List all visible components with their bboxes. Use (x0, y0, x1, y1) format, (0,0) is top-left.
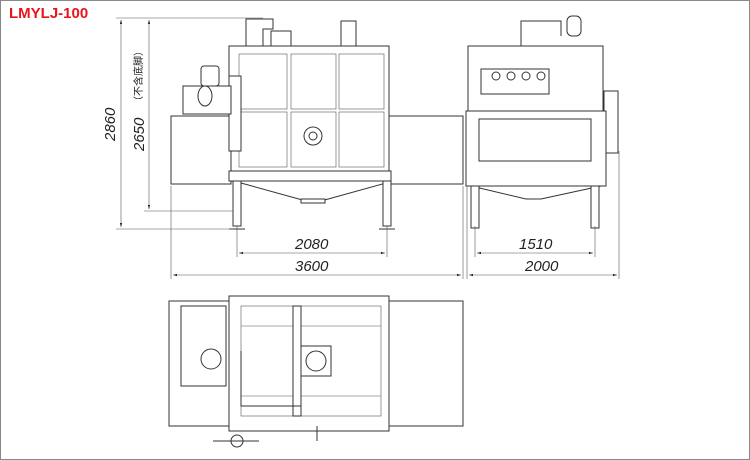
dim-body-height: 2650 (131, 117, 148, 152)
top-view (168, 295, 464, 448)
dim-side-total-width: 2000 (524, 258, 559, 275)
dim-body-height-note: （不含底脚） (132, 46, 145, 106)
model-title: LMYLJ-100 (9, 5, 89, 22)
dim-side-frame-width: 1510 (519, 236, 553, 253)
front-view (170, 18, 464, 230)
dim-front-frame-width: 2080 (294, 236, 329, 253)
dim-total-height: 2860 (102, 107, 119, 142)
dim-front-total-width: 3600 (295, 258, 329, 275)
dimension-lines (116, 17, 620, 279)
side-view (465, 15, 619, 229)
